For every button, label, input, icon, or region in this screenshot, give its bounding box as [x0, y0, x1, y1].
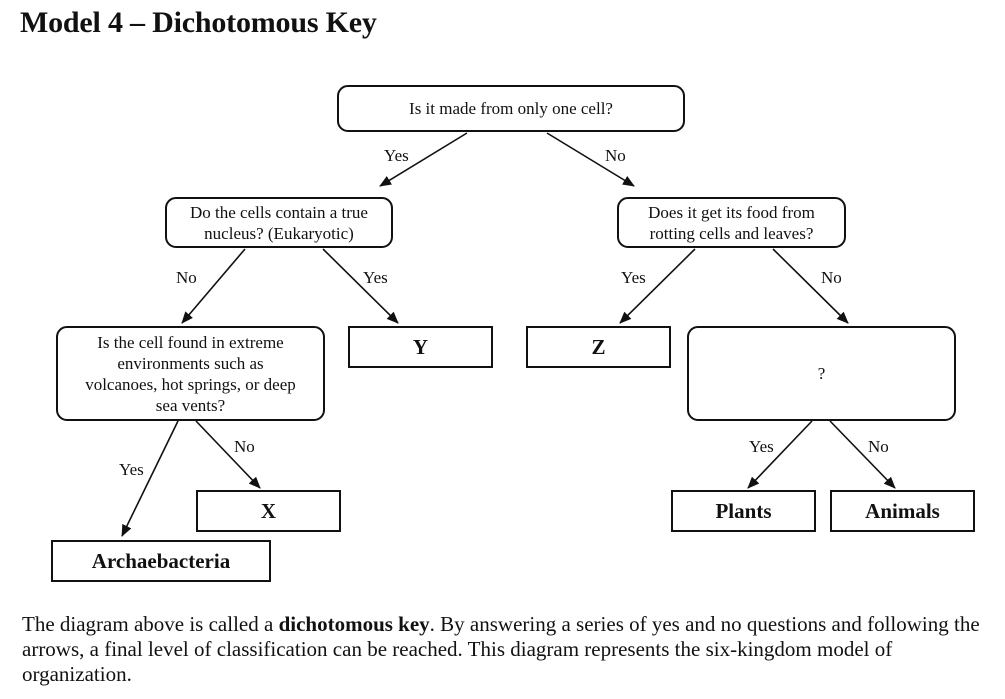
question-node-extreme-environments: Is the cell found in extreme environment… — [56, 326, 325, 421]
edge-label-q2-no: No — [176, 268, 197, 287]
arrow-q5-no — [829, 420, 896, 489]
edge-label-q4-yes: Yes — [119, 460, 144, 479]
terminal-node-plants: Plants — [671, 490, 816, 532]
caption-term: dichotomous key — [278, 612, 430, 636]
terminal-node-x: X — [196, 490, 341, 532]
arrow-q1-no — [546, 132, 635, 187]
question-node-rotting-food: Does it get its food from rotting cells … — [617, 197, 846, 248]
terminal-label: Archaebacteria — [91, 548, 231, 573]
terminal-label: X — [260, 498, 277, 523]
question-node-single-cell: Is it made from only one cell? — [337, 85, 685, 132]
arrow-q1-yes — [379, 132, 468, 187]
caption-paragraph: The diagram above is called a dichotomou… — [22, 612, 987, 687]
question-text: Does it get its food from rotting cells … — [648, 202, 815, 243]
arrow-q4-yes — [121, 420, 179, 537]
question-node-unknown: ? — [687, 326, 956, 421]
terminal-node-z: Z — [526, 326, 671, 368]
question-text: ? — [817, 364, 826, 383]
edge-label-q1-no: No — [605, 146, 626, 165]
arrow-layer — [121, 132, 896, 537]
question-text: Do the cells contain a true nucleus? (Eu… — [190, 202, 368, 243]
arrow-q2-no — [181, 248, 246, 324]
edge-label-q3-no: No — [821, 268, 842, 287]
edge-label-q5-yes: Yes — [749, 437, 774, 456]
terminal-label: Z — [591, 334, 606, 359]
arrow-q3-no — [772, 248, 849, 324]
edge-label-q3-yes: Yes — [621, 268, 646, 287]
terminal-node-animals: Animals — [830, 490, 975, 532]
arrow-q4-no — [195, 420, 261, 489]
terminal-label: Plants — [715, 498, 772, 523]
terminal-node-y: Y — [348, 326, 493, 368]
terminal-label: Y — [412, 334, 429, 359]
page-title: Model 4 – Dichotomous Key — [20, 6, 377, 39]
terminal-node-archaebacteria: Archaebacteria — [51, 540, 271, 582]
arrow-q2-yes — [322, 248, 399, 324]
arrow-q3-yes — [619, 248, 696, 324]
edge-label-q5-no: No — [868, 437, 889, 456]
edge-label-q4-no: No — [234, 437, 255, 456]
question-node-true-nucleus: Do the cells contain a true nucleus? (Eu… — [165, 197, 393, 248]
question-text: Is the cell found in extreme environment… — [85, 332, 296, 415]
question-text: Is it made from only one cell? — [409, 99, 613, 118]
caption-text-before: The diagram above is called a — [22, 612, 279, 636]
edge-label-q1-yes: Yes — [384, 146, 409, 165]
terminal-label: Animals — [865, 498, 940, 523]
edge-label-q2-yes: Yes — [363, 268, 388, 287]
arrow-q5-yes — [747, 420, 813, 489]
caption-text-after: . By answering a series of yes and no qu… — [22, 612, 980, 686]
